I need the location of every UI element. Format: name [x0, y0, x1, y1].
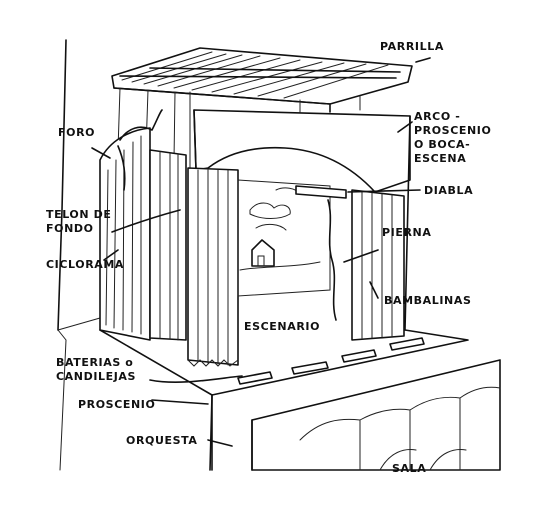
- ciclorama-panels: [149, 149, 239, 367]
- sala-seats: [251, 359, 501, 471]
- label-orquesta: ORQUESTA: [126, 434, 198, 447]
- label-bambalinas: BAMBALINAS: [384, 294, 472, 307]
- label-baterias-2: CANDILEJAS: [56, 370, 136, 383]
- label-sala: SALA: [392, 462, 426, 475]
- label-arco-3: O BOCA-: [414, 138, 470, 151]
- label-telon-2: FONDO: [46, 222, 94, 235]
- stage-floor: [99, 329, 469, 471]
- label-ciclorama: CICLORAMA: [46, 258, 124, 271]
- label-parrilla: PARRILLA: [380, 40, 444, 53]
- parrilla-grid: [111, 47, 413, 171]
- diagram-labels: PARRILLA ARCO - PROSCENIO O BOCA- ESCENA…: [46, 40, 491, 475]
- leader-arrows: [91, 57, 431, 447]
- side-walls: [57, 39, 213, 471]
- label-arco-4: ESCENA: [414, 152, 466, 165]
- foro-curtain: [99, 109, 163, 341]
- label-pierna: PIERNA: [382, 226, 431, 239]
- label-arco-2: PROSCENIO: [414, 124, 491, 137]
- backdrop-scene: [237, 179, 337, 321]
- label-foro: FORO: [58, 126, 95, 139]
- diabla-bar: [295, 185, 347, 199]
- label-arco-1: ARCO -: [414, 110, 460, 123]
- label-diabla: DIABLA: [424, 184, 473, 197]
- bambalinas-curtain: [351, 189, 405, 341]
- label-escenario: ESCENARIO: [244, 320, 320, 333]
- label-baterias-1: BATERIAS o: [56, 356, 133, 369]
- label-proscenio: PROSCENIO: [78, 398, 155, 411]
- label-telon-1: TELON DE: [46, 208, 111, 221]
